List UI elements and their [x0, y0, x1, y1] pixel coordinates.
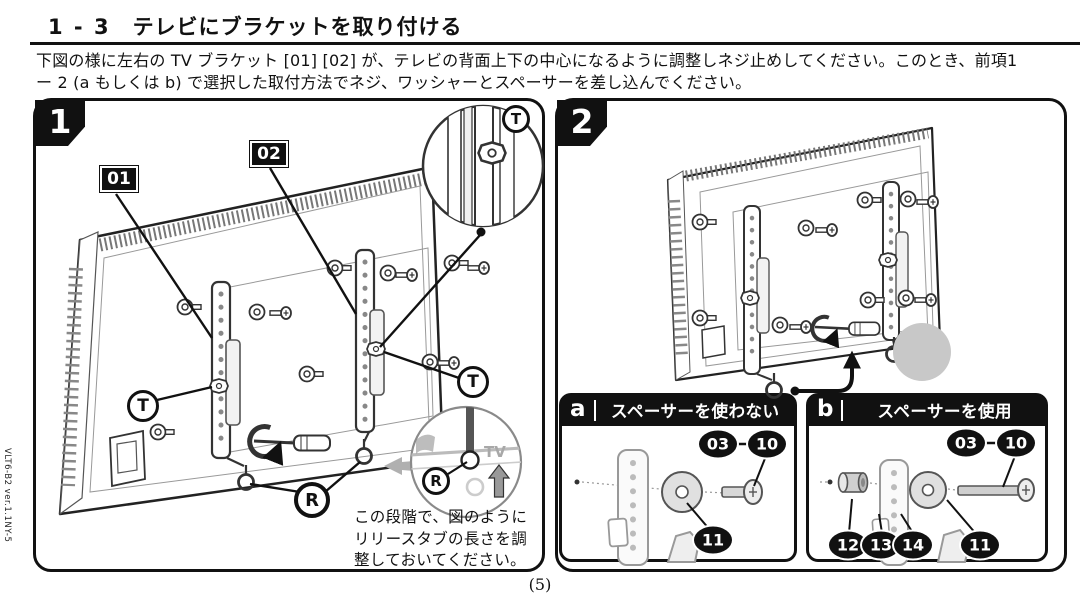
t-callout-right: T	[457, 366, 489, 398]
doc-code: VLT6-B2 ver.1.1NY-5	[2, 448, 12, 543]
step1-number: 1	[35, 100, 85, 146]
caption-line-3: 整しておいてください。	[354, 551, 526, 569]
option-b-panel: b スペーサーを使用	[806, 393, 1048, 562]
bracket-01-label: 01	[99, 165, 139, 193]
r-callout-main: R	[294, 482, 330, 518]
intro-line-1: 下図の様に左右の TV ブラケット [01] [02] が、テレビの背面上下の中…	[36, 51, 1018, 70]
section-number: 1 - 3	[48, 15, 111, 39]
caption-line-1: この段階で、図のように	[354, 508, 528, 526]
section-title: 1 - 3 テレビにブラケットを取り付ける	[48, 11, 463, 41]
step2-panel	[555, 98, 1067, 572]
option-a-letter: a	[570, 396, 586, 422]
option-b-header: b スペーサーを使用	[808, 395, 1046, 426]
page-number: (5)	[528, 575, 552, 594]
r-callout-inset: R	[422, 467, 450, 495]
part-12-label-b: 12	[829, 531, 867, 559]
option-a-panel: a スペーサーを使わない	[559, 393, 797, 562]
option-a-header: a スペーサーを使わない	[561, 395, 795, 426]
part-14-label-b: 14	[894, 531, 932, 559]
bracket-02-label: 02	[249, 140, 289, 168]
option-b-letter: b	[817, 396, 834, 422]
section-title-text: テレビにブラケットを取り付ける	[132, 15, 463, 39]
step1-panel	[33, 98, 545, 572]
part-03-label-b: 03	[947, 429, 985, 457]
intro-paragraph: 下図の様に左右の TV ブラケット [01] [02] が、テレビの背面上下の中…	[36, 50, 1076, 94]
part-10-label-a: 10	[748, 430, 786, 458]
intro-line-2: ー 2 (a もしくは b) で選択した取付方法でネジ、ワッシャーとスペーサーを…	[36, 73, 752, 92]
part-03-label-a: 03	[699, 430, 737, 458]
part-10-label-b: 10	[997, 429, 1035, 457]
part-11-label-a: 11	[694, 526, 732, 554]
t-callout-left: T	[127, 390, 159, 422]
header-divider	[593, 400, 596, 421]
caption-line-2: リリースタブの長さを調	[354, 529, 528, 548]
option-a-title: スペーサーを使わない	[611, 401, 780, 421]
header-divider	[841, 400, 844, 421]
tv-position-label: TV	[484, 443, 506, 461]
release-tab-caption: この段階で、図のように リリースタブの長さを調 整しておいてください。	[354, 507, 538, 572]
title-rule	[30, 42, 1080, 45]
t-callout-inset: T	[502, 105, 530, 133]
option-b-title: スペーサーを使用	[877, 401, 1012, 421]
part-11-label-b: 11	[961, 531, 999, 559]
